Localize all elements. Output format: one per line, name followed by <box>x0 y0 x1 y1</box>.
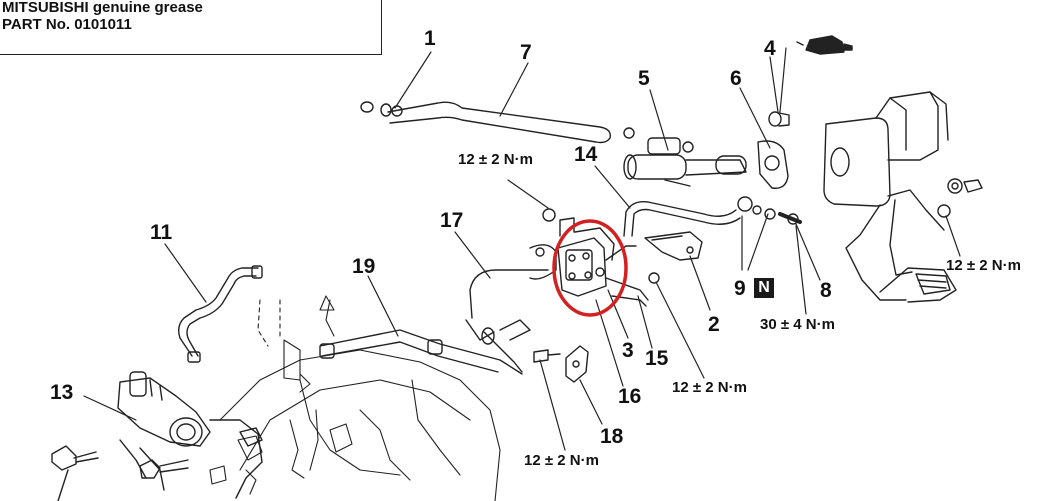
torque-spec-right: 12 ± 2 N·m <box>946 257 1021 274</box>
nut-top-drawing <box>542 208 556 222</box>
clip-drawings <box>937 178 983 218</box>
pedal-assembly-drawing <box>823 91 957 303</box>
callout-14: 14 <box>574 143 598 166</box>
callout-11: 11 <box>150 221 173 244</box>
bracket-18-drawing <box>499 319 589 383</box>
bracket-2-drawing <box>644 231 703 284</box>
master-cylinder-5-drawing <box>623 127 747 187</box>
n-marker-badge: N <box>754 278 774 298</box>
pipe-7-drawing <box>360 101 611 144</box>
callout-7: 7 <box>520 41 532 64</box>
valve-3-drawing <box>557 227 637 297</box>
callout-2: 2 <box>708 313 720 336</box>
grease-gun-icon <box>796 35 853 55</box>
callout-6: 6 <box>730 67 742 90</box>
pipe-19-drawing <box>319 329 523 375</box>
callout-8: 8 <box>820 279 832 302</box>
callout-15: 15 <box>645 347 669 370</box>
leader-lines <box>83 47 961 451</box>
gasket-6-drawing <box>757 140 789 189</box>
transmission-housing-drawing <box>209 295 501 501</box>
pipe-17-drawing <box>465 244 649 373</box>
clevis-pin-4-drawing <box>768 111 790 127</box>
highlight-ellipse <box>552 219 628 317</box>
callout-3: 3 <box>622 339 634 362</box>
callout-16: 16 <box>618 385 642 408</box>
bolt-left-drawing <box>51 445 99 501</box>
torque-spec-top: 12 ± 2 N·m <box>458 151 533 168</box>
grease-note-line-1: MITSUBISHI genuine grease <box>2 0 203 16</box>
callout-4: 4 <box>764 37 776 60</box>
callout-19: 19 <box>352 255 376 278</box>
grease-note-line-2: PART No. 0101011 <box>2 16 132 33</box>
callout-13: 13 <box>50 381 74 404</box>
callout-17: 17 <box>440 209 464 232</box>
callout-9: 9 <box>734 277 746 300</box>
mounting-bolts-drawing <box>139 427 263 479</box>
callout-18: 18 <box>600 425 624 448</box>
grease-note-box: MITSUBISHI genuine grease PART No. 01010… <box>0 0 382 55</box>
torque-spec-bracket: 30 ± 4 N·m <box>760 316 835 333</box>
pipe-11-drawing <box>177 265 263 363</box>
hose-14-drawing <box>623 196 802 237</box>
torque-spec-mid: 12 ± 2 N·m <box>672 379 747 396</box>
torque-spec-bottom: 12 ± 2 N·m <box>524 452 599 469</box>
callout-1: 1 <box>424 27 436 50</box>
callout-5: 5 <box>638 67 650 90</box>
slave-cylinder-13-drawing <box>117 371 263 499</box>
